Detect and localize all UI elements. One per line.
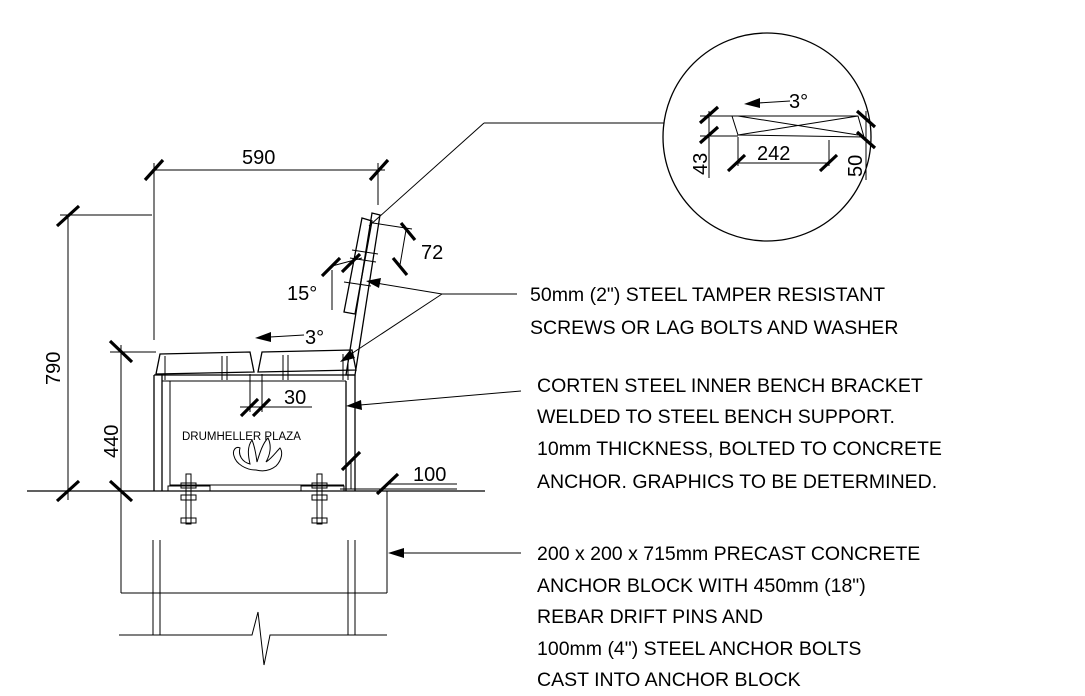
dim-tick bbox=[368, 158, 390, 182]
bracket-leader bbox=[359, 390, 522, 406]
seat-board-rear bbox=[257, 349, 357, 373]
screw-leader-1 bbox=[369, 281, 443, 295]
back-screw bbox=[351, 249, 379, 255]
anchor-nut bbox=[311, 517, 328, 524]
note-bracket-line1: CORTEN STEEL INNER BENCH BRACKET bbox=[537, 375, 923, 397]
dim-tick bbox=[251, 397, 272, 418]
bench-bracket: DRUMHELLER PLAZA bbox=[153, 212, 381, 491]
detail-width-label: 242 bbox=[757, 143, 790, 165]
screw-arrowhead bbox=[366, 278, 381, 288]
graphic-plate-outline bbox=[169, 381, 344, 486]
dim-72-line-2 bbox=[399, 229, 407, 266]
dinosaur-footprint-icon bbox=[233, 437, 283, 472]
seat-board-front bbox=[155, 351, 255, 375]
anchor-bolt bbox=[316, 473, 323, 525]
break-line bbox=[119, 611, 387, 666]
foundation bbox=[27, 473, 485, 666]
screw-leader-2 bbox=[344, 293, 443, 359]
detail-slope-arrow bbox=[757, 100, 791, 104]
dim-tick bbox=[108, 479, 134, 503]
dim-790-label: 790 bbox=[43, 352, 65, 385]
back-board bbox=[343, 217, 373, 315]
plaza-name-graphic: DRUMHELLER PLAZA bbox=[182, 431, 301, 443]
detail-slope-arrowhead bbox=[744, 98, 760, 108]
note-anchor-line5: CAST INTO ANCHOR BLOCK bbox=[537, 669, 801, 691]
notes: 50mm (2") STEEL TAMPER RESISTANT SCREWS … bbox=[340, 278, 942, 691]
angle-15-label: 15° bbox=[287, 283, 317, 305]
dim-tick bbox=[55, 479, 81, 503]
anchor-nut bbox=[311, 494, 328, 501]
note-screws-line2: SCREWS OR LAG BOLTS AND WASHER bbox=[530, 317, 898, 339]
anchor-bolt bbox=[185, 473, 192, 525]
seat-boards bbox=[155, 217, 379, 380]
seat-slope-arrowhead bbox=[255, 332, 271, 342]
detail-tick bbox=[698, 105, 720, 125]
detail-tick bbox=[698, 125, 720, 145]
anchor-arrowhead bbox=[388, 548, 404, 558]
anchor-nut bbox=[180, 517, 197, 524]
dim-tick bbox=[320, 256, 342, 278]
dim-tick bbox=[399, 221, 417, 242]
detail-seat-board bbox=[731, 115, 865, 138]
dim-tick bbox=[391, 256, 409, 277]
detail-height-right-label: 50 bbox=[845, 155, 867, 177]
detail-callout: 3° 242 43 50 bbox=[368, 32, 877, 242]
dim-100-label: 100 bbox=[413, 464, 446, 486]
back-screw bbox=[343, 281, 372, 287]
anchor-nut bbox=[180, 494, 197, 501]
dim-440-label: 440 bbox=[101, 425, 123, 458]
angle-leader bbox=[331, 257, 363, 267]
detail-slope-label: 3° bbox=[789, 91, 808, 113]
detail-tick bbox=[726, 153, 747, 173]
dimensions: 590 790 440 3° 30 15° 72 bbox=[43, 147, 457, 503]
dim-tick bbox=[108, 339, 134, 364]
detail-leader-diagonal bbox=[368, 122, 485, 227]
bracket-arrowhead bbox=[346, 400, 362, 410]
detail-height-left-label: 43 bbox=[690, 153, 712, 175]
note-anchor-line2: ANCHOR BLOCK WITH 450mm (18") bbox=[537, 575, 866, 597]
dim-tick bbox=[340, 252, 362, 274]
dim-72-label: 72 bbox=[421, 242, 443, 264]
note-bracket-line2: WELDED TO STEEL BENCH SUPPORT. bbox=[537, 406, 895, 428]
backrest-support bbox=[345, 212, 381, 376]
detail-board-cross-2 bbox=[737, 115, 859, 136]
detail-tick bbox=[855, 130, 877, 150]
detail-tick bbox=[855, 109, 877, 129]
base-plate bbox=[167, 485, 211, 492]
note-anchor-line1: 200 x 200 x 715mm PRECAST CONCRETE bbox=[537, 543, 920, 565]
detail-tick bbox=[818, 153, 839, 173]
detail-circle bbox=[662, 32, 872, 242]
dim-tick bbox=[143, 158, 165, 182]
note-screws-line1: 50mm (2") STEEL TAMPER RESISTANT bbox=[530, 284, 885, 306]
seat-slope-arrow bbox=[269, 334, 305, 338]
dim-tick bbox=[55, 204, 81, 228]
note-anchor-line4: 100mm (4") STEEL ANCHOR BOLTS bbox=[537, 638, 861, 660]
seat-slope-label: 3° bbox=[305, 327, 324, 349]
note-anchor-line3: REBAR DRIFT PINS AND bbox=[537, 606, 763, 628]
dim-tick bbox=[239, 397, 260, 418]
note-bracket-line3: 10mm THICKNESS, BOLTED TO CONCRETE bbox=[537, 438, 942, 460]
dim-30-label: 30 bbox=[284, 387, 306, 409]
note-bracket-line4: ANCHOR. GRAPHICS TO BE DETERMINED. bbox=[537, 471, 937, 493]
screw-arrowhead bbox=[340, 350, 355, 362]
dim-590-label: 590 bbox=[242, 147, 275, 169]
